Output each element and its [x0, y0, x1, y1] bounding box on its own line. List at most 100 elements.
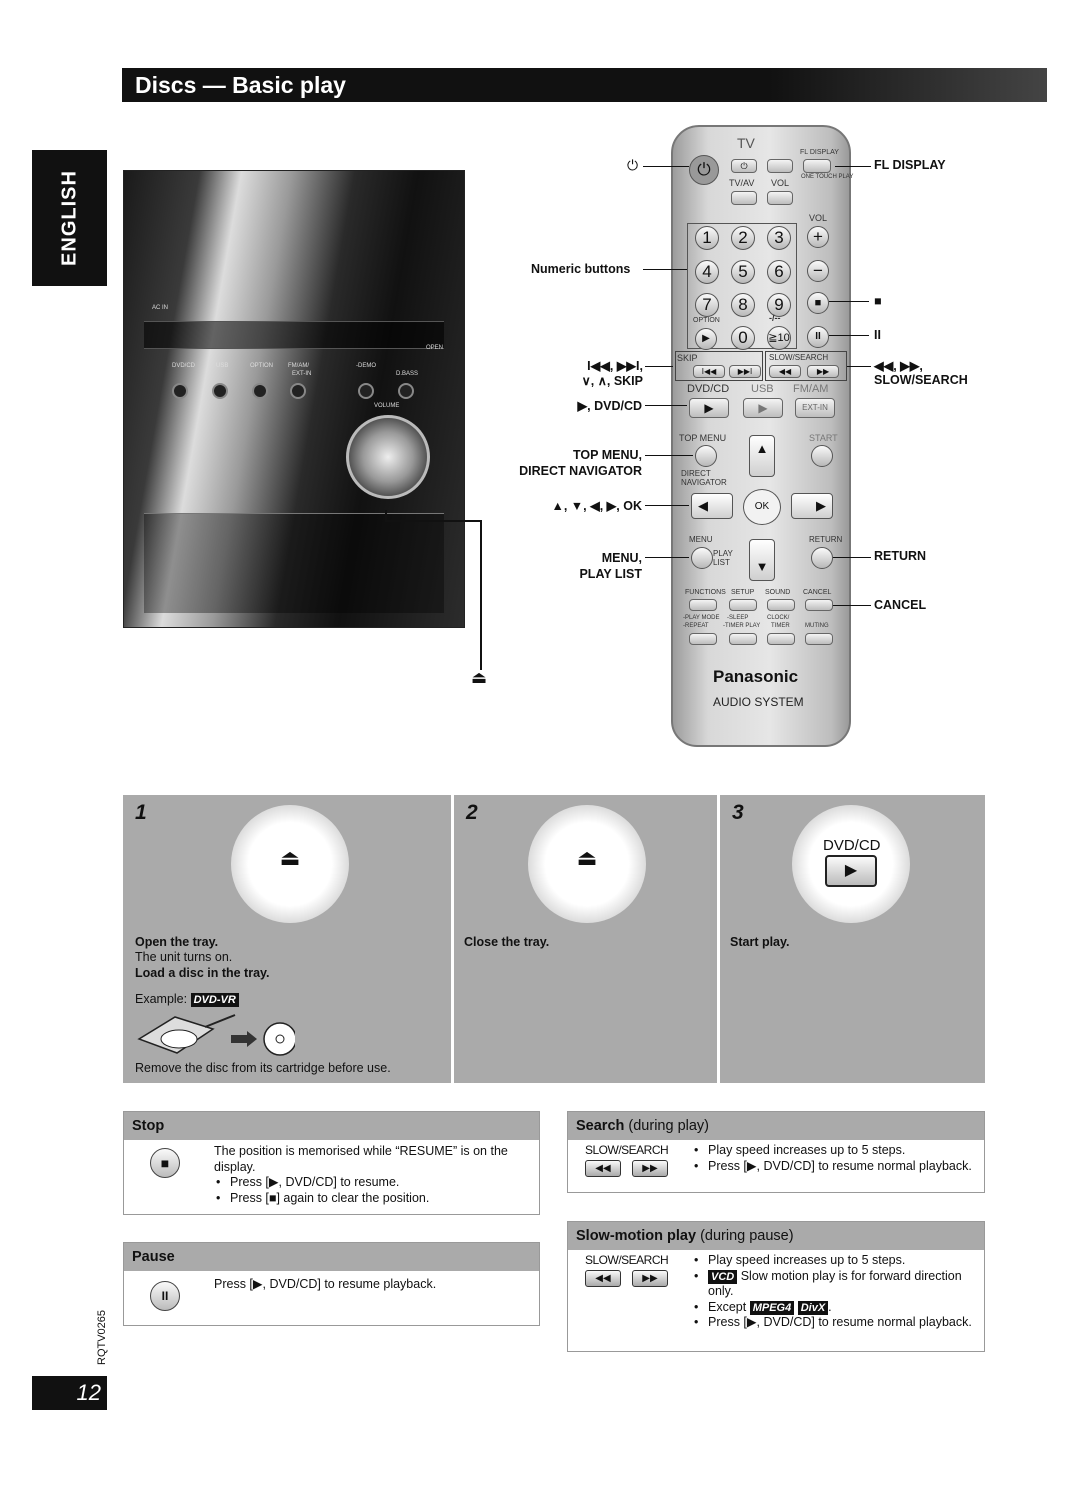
skip-label-line2: ∨, ∧, SKIP — [581, 374, 643, 388]
option-button[interactable]: ▶ — [695, 328, 717, 350]
tv-vol-down-button[interactable] — [767, 191, 793, 205]
digit-6-button[interactable]: 6 — [767, 260, 791, 284]
power-button[interactable]: ⏻ — [689, 155, 719, 185]
unit-fmam-button[interactable] — [290, 383, 306, 399]
return-label: RETURN — [874, 549, 927, 563]
fl-display-leader — [835, 166, 871, 167]
return-button[interactable] — [811, 547, 833, 569]
play-mode-button[interactable] — [689, 633, 717, 645]
stop-icon: ■ — [150, 1148, 180, 1178]
setup-button[interactable] — [729, 599, 757, 611]
digit-9-button[interactable]: 9 — [767, 293, 791, 317]
muting-button[interactable] — [805, 633, 833, 645]
digit-7-button[interactable]: 7 — [695, 293, 719, 317]
digit-0-button[interactable]: 0 — [731, 326, 755, 350]
pause-button[interactable]: II — [807, 326, 829, 348]
remote-functions-label: FUNCTIONS — [685, 589, 726, 596]
step-2-heading: Close the tray. — [464, 935, 550, 949]
step-number: 1 — [135, 801, 147, 824]
power-leader — [643, 166, 689, 167]
skip-forward-button[interactable]: ▶▶I — [729, 365, 761, 378]
pause-text: Press [▶, DVD/CD] to resume playback. — [214, 1277, 437, 1291]
clock-timer-button[interactable] — [767, 633, 795, 645]
brand-logo: Panasonic — [713, 667, 799, 686]
search-forward-button[interactable]: ▶▶ — [807, 365, 839, 378]
unit-dvdcd-button[interactable] — [172, 383, 188, 399]
remote-cancel-label: CANCEL — [803, 589, 832, 596]
left-arrow-button[interactable]: ◀ — [691, 493, 733, 519]
dvdcd-play-icon: ▶ — [825, 855, 877, 887]
pause-symbol-label: II — [874, 328, 881, 342]
power-symbol-label: ⏻ — [627, 157, 639, 173]
vol-down-button[interactable]: − — [807, 260, 829, 282]
step-3: 3 DVD/CD ▶ Start play. — [720, 795, 985, 1083]
top-menu-button[interactable] — [695, 445, 717, 467]
stop-button[interactable]: ■ — [807, 292, 829, 314]
unit-fmam-label: FM/AM/ — [288, 363, 309, 369]
step-1-line3: Load a disc in the tray. — [135, 966, 270, 980]
remote-dvdcd-label: DVD/CD — [687, 383, 730, 395]
unit-open-label: OPEN — [426, 345, 444, 351]
remote-fmam-label: FM/AM — [793, 383, 829, 395]
extin-button[interactable]: EXT-IN — [795, 398, 835, 418]
tv-vol-up-button[interactable] — [767, 159, 793, 173]
search-forward-icon: ▶▶ — [632, 1160, 668, 1177]
slow-bullet-4: Press [▶, DVD/CD] to resume normal playb… — [692, 1315, 972, 1331]
step-number: 2 — [466, 801, 478, 824]
digit-4-button[interactable]: 4 — [695, 260, 719, 284]
unit-stop-button[interactable] — [358, 383, 374, 399]
numeric-leader — [643, 269, 687, 270]
remote-top-menu-label: TOP MENU — [679, 433, 727, 443]
digit-8-button[interactable]: 8 — [731, 293, 755, 317]
vol-up-button[interactable]: + — [807, 226, 829, 248]
ok-button[interactable]: OK — [743, 489, 781, 525]
skip-frame — [675, 351, 763, 381]
search-button-label: SLOW/SEARCH — [585, 1143, 669, 1157]
digit-1-button[interactable]: 1 — [695, 226, 719, 250]
remote-direct-navigator-label: DIRECT NAVIGATOR — [681, 469, 727, 487]
stop-title: Stop — [132, 1118, 165, 1134]
menu-button[interactable] — [691, 547, 713, 569]
right-arrow-button[interactable]: ▶ — [791, 493, 833, 519]
eject-leader-line-vertical — [480, 520, 482, 670]
search-back-button[interactable]: ◀◀ — [769, 365, 801, 378]
remote-muting-label: MUTING — [805, 623, 829, 629]
language-label: ENGLISH — [58, 170, 80, 266]
remote-slow-search-label: SLOW/SEARCH — [769, 353, 829, 362]
search-back-icon: ◀◀ — [585, 1160, 621, 1177]
remote-subtitle: AUDIO SYSTEM — [713, 695, 804, 709]
start-button[interactable] — [811, 445, 833, 467]
menu-leader — [645, 557, 689, 558]
sleep-button[interactable] — [729, 633, 757, 645]
page-number: 12 — [32, 1376, 107, 1410]
tv-power-button[interactable]: ⏻ — [731, 159, 757, 173]
dvd-vr-badge: DVD-VR — [190, 993, 239, 1007]
up-arrow-button[interactable]: ▲ — [749, 435, 775, 477]
remote-vol2-label: VOL — [809, 213, 828, 223]
fl-display-button[interactable] — [803, 159, 831, 173]
digit-5-button[interactable]: 5 — [731, 260, 755, 284]
digit-2-button[interactable]: 2 — [731, 226, 755, 250]
down-arrow-button[interactable]: ▼ — [749, 539, 775, 581]
remote-timer-label: TIMER — [771, 623, 790, 629]
unit-dbass-button[interactable] — [398, 383, 414, 399]
tvav-button[interactable] — [731, 191, 757, 205]
digit-3-button[interactable]: 3 — [767, 226, 791, 250]
unit-usb-button[interactable] — [212, 383, 228, 399]
remote-setup-label: SETUP — [731, 589, 755, 596]
dvdcd-play-button[interactable]: ▶ — [689, 398, 729, 418]
sound-button[interactable] — [767, 599, 795, 611]
ge10-button[interactable]: ≧10 — [767, 326, 791, 350]
functions-button[interactable] — [689, 599, 717, 611]
usb-play-button[interactable]: ▶ — [743, 398, 783, 418]
remote-clock-label: CLOCK/ — [767, 615, 790, 621]
remote-skip-label: SKIP — [677, 353, 698, 363]
except-prefix: Except — [708, 1299, 747, 1314]
cancel-button[interactable] — [805, 599, 833, 611]
volume-knob[interactable] — [346, 415, 430, 499]
unit-option-button[interactable] — [252, 383, 268, 399]
skip-back-button[interactable]: I◀◀ — [693, 365, 725, 378]
remote-tvav-label: TV/AV — [729, 178, 755, 188]
stop-text-block: The position is memorised while “RESUME”… — [214, 1144, 524, 1206]
remote-start-label: START — [809, 433, 838, 443]
